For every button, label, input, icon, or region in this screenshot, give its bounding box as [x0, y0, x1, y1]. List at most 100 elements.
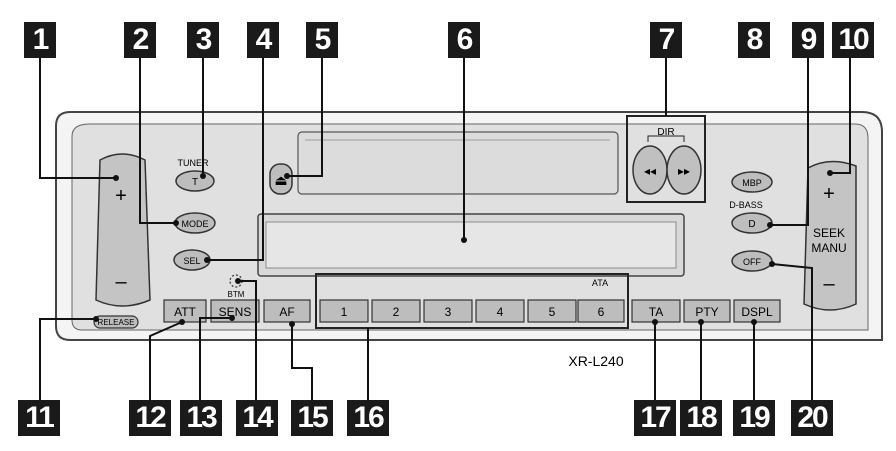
- leader-dot-15: [289, 321, 295, 327]
- volume-minus-label: –: [115, 271, 127, 293]
- leader-11: [39, 318, 96, 402]
- leader-dot-6: [461, 237, 467, 243]
- dbass-label: D-BASS: [729, 200, 763, 210]
- leader-dot-13: [229, 315, 235, 321]
- callout-10: 10: [832, 22, 874, 58]
- leader-14: [238, 280, 257, 400]
- leader-dot-17: [652, 319, 658, 325]
- leader-20: [771, 263, 813, 400]
- volume-plus-label: +: [115, 185, 127, 207]
- release-label: RELEASE: [98, 318, 135, 327]
- leader-10: [830, 58, 851, 174]
- preset-3-button[interactable]: [423, 299, 473, 323]
- preset-3-label: 3: [445, 305, 452, 319]
- sens-button[interactable]: [210, 299, 260, 323]
- leader-1: [39, 58, 116, 179]
- leader-5: [287, 58, 323, 177]
- preset-2-label: 2: [393, 305, 400, 319]
- leader-dot-10: [827, 170, 833, 176]
- callout-8: 8: [738, 22, 770, 58]
- d-button-label: D: [748, 219, 755, 230]
- sens-label: SENS: [219, 305, 252, 319]
- off-label: OFF: [743, 257, 761, 267]
- preset-1-label: 1: [341, 305, 348, 319]
- preset-5-label: 5: [549, 305, 556, 319]
- fast-forward-button[interactable]: [666, 145, 702, 195]
- leader-dot-4: [204, 257, 210, 263]
- callout-18: 18: [680, 400, 722, 436]
- seek-rocker[interactable]: [803, 160, 857, 311]
- leader-dot-14: [235, 278, 241, 284]
- eject-button[interactable]: [269, 163, 293, 195]
- btm-label: BTM: [228, 290, 245, 299]
- sel-label: SEL: [183, 256, 200, 266]
- rewind-icon: ◂◂: [644, 164, 656, 178]
- leader-dot-2: [173, 220, 179, 226]
- callout-4: 4: [247, 22, 279, 58]
- manu-label: MANU: [811, 241, 846, 255]
- seek-label: SEEK: [813, 226, 845, 240]
- release-button[interactable]: [93, 315, 139, 329]
- preset-buttons-box: [315, 273, 629, 329]
- leader-dot-12: [179, 319, 185, 325]
- callout-12: 12: [129, 400, 171, 436]
- callout-2: 2: [124, 22, 156, 58]
- mbp-button[interactable]: [731, 171, 773, 193]
- preset-4-label: 4: [497, 305, 504, 319]
- callout-14: 14: [236, 400, 278, 436]
- af-button[interactable]: [263, 299, 311, 323]
- dir-bracket: [647, 135, 685, 142]
- preset-6-button[interactable]: [577, 299, 625, 323]
- display-inner: [265, 221, 677, 269]
- leader-dot-20: [769, 261, 775, 267]
- preset-1-button[interactable]: [319, 299, 369, 323]
- pty-label: PTY: [695, 305, 718, 319]
- leader-12: [149, 321, 183, 400]
- leader-dot-1: [113, 175, 119, 181]
- cassette-slot: [297, 131, 619, 195]
- leader-13: [199, 317, 232, 400]
- preset-2-button[interactable]: [371, 299, 421, 323]
- leader-dot-9: [767, 222, 773, 228]
- leader-dot-11: [93, 316, 99, 322]
- preset-6-label: 6: [598, 305, 605, 319]
- callout-20: 20: [791, 400, 833, 436]
- callout-9: 9: [792, 22, 824, 58]
- model-label: XR-L240: [568, 353, 623, 369]
- callout-17: 17: [634, 400, 676, 436]
- mbp-label: MBP: [742, 178, 762, 188]
- preset-5-button[interactable]: [527, 299, 577, 323]
- dspl-label: DSPL: [741, 305, 773, 319]
- callout-15: 15: [291, 400, 333, 436]
- leader-9: [770, 58, 809, 226]
- seek-minus-label: –: [823, 273, 835, 295]
- callout-11: 11: [18, 400, 60, 436]
- af-label: AF: [279, 305, 294, 319]
- callout-leader-lines: [39, 56, 851, 402]
- leader-dot-19: [751, 319, 757, 325]
- leader-4: [207, 58, 264, 261]
- tuner-label: TUNER: [178, 158, 209, 168]
- callout-16: 16: [347, 400, 389, 436]
- callout-5: 5: [306, 22, 338, 58]
- leader-2: [139, 58, 176, 224]
- seek-plus-label: +: [823, 183, 835, 205]
- volume-rocker[interactable]: [95, 153, 151, 307]
- bottom-button-row: ATT SENS AF 1 2 3 4 5 6 TA PTY DSPL: [163, 299, 781, 323]
- ata-label: ATA: [592, 278, 608, 288]
- pty-button[interactable]: [683, 299, 731, 323]
- t-button-label: T: [192, 177, 198, 188]
- leader-dot-5: [284, 173, 290, 179]
- callout-1: 1: [24, 22, 56, 58]
- callout-3: 3: [187, 22, 219, 58]
- leader-dot-3: [200, 173, 206, 179]
- preset-4-button[interactable]: [475, 299, 525, 323]
- mode-label: MODE: [182, 219, 209, 229]
- callout-13: 13: [180, 400, 222, 436]
- leader-15: [291, 324, 313, 400]
- callout-6: 6: [448, 22, 480, 58]
- dir-label: DIR: [657, 127, 674, 138]
- att-label: ATT: [174, 305, 196, 319]
